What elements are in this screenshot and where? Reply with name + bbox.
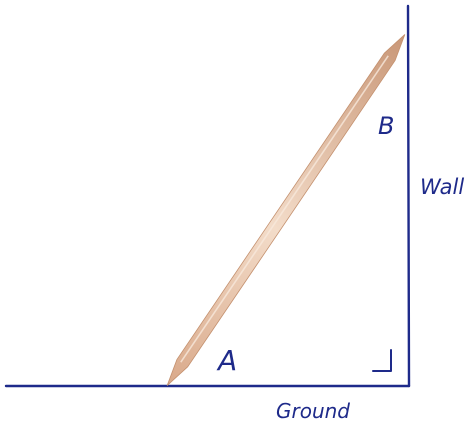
right-angle-marker xyxy=(372,349,392,372)
wooden-stick xyxy=(166,34,406,386)
wall-line xyxy=(406,4,411,388)
stick-highlight xyxy=(180,55,389,363)
ground-label: Ground xyxy=(276,399,350,423)
stick-body xyxy=(166,34,406,386)
point-b-label: B xyxy=(378,112,394,140)
point-a-label: A xyxy=(216,344,237,377)
wall-label: Wall xyxy=(420,175,464,199)
